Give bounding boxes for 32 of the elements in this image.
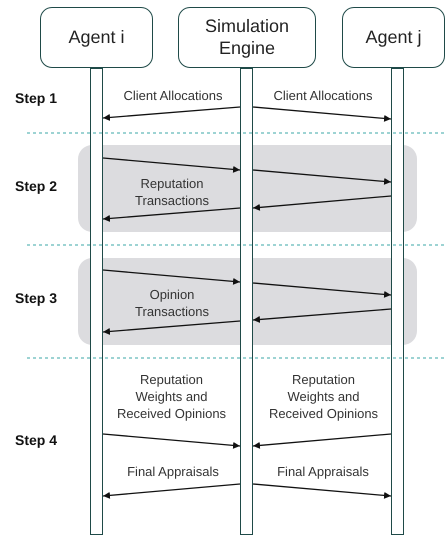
arrow (102, 320, 240, 335)
arrow (102, 106, 240, 121)
edge-label: Final Appraisals (126, 464, 220, 481)
arrow (252, 483, 392, 499)
edge-label: Client Allocations (122, 88, 224, 105)
arrow (102, 269, 240, 285)
band-label: Reputation Transactions (134, 176, 210, 210)
lifeline-bar (391, 68, 404, 535)
arrow (252, 433, 392, 449)
arrow (252, 169, 392, 185)
lifeline-bar (240, 68, 253, 535)
edge-label: Client Allocations (272, 88, 374, 105)
arrow (102, 483, 240, 499)
participant-box: Agent j (342, 7, 445, 68)
participant-box: Agent i (40, 7, 153, 68)
edge-label: Reputation Weights and Received Opinions (116, 372, 227, 423)
edge-label: Final Appraisals (276, 464, 370, 481)
step-label: Step 1 (15, 90, 58, 106)
edge-label: Reputation Weights and Received Opinions (268, 372, 379, 423)
step-label: Step 3 (15, 290, 58, 306)
lifeline-bar (90, 68, 103, 535)
arrow (252, 308, 392, 323)
arrow (102, 433, 240, 449)
arrow (252, 106, 392, 122)
band-label: Opinion Transactions (134, 287, 210, 321)
step-label: Step 2 (15, 178, 58, 194)
step-label: Step 4 (15, 432, 58, 448)
arrow (102, 157, 240, 173)
arrow (252, 195, 392, 211)
arrow (252, 282, 392, 298)
participant-box: Simulation Engine (178, 7, 316, 68)
arrow (102, 207, 240, 222)
